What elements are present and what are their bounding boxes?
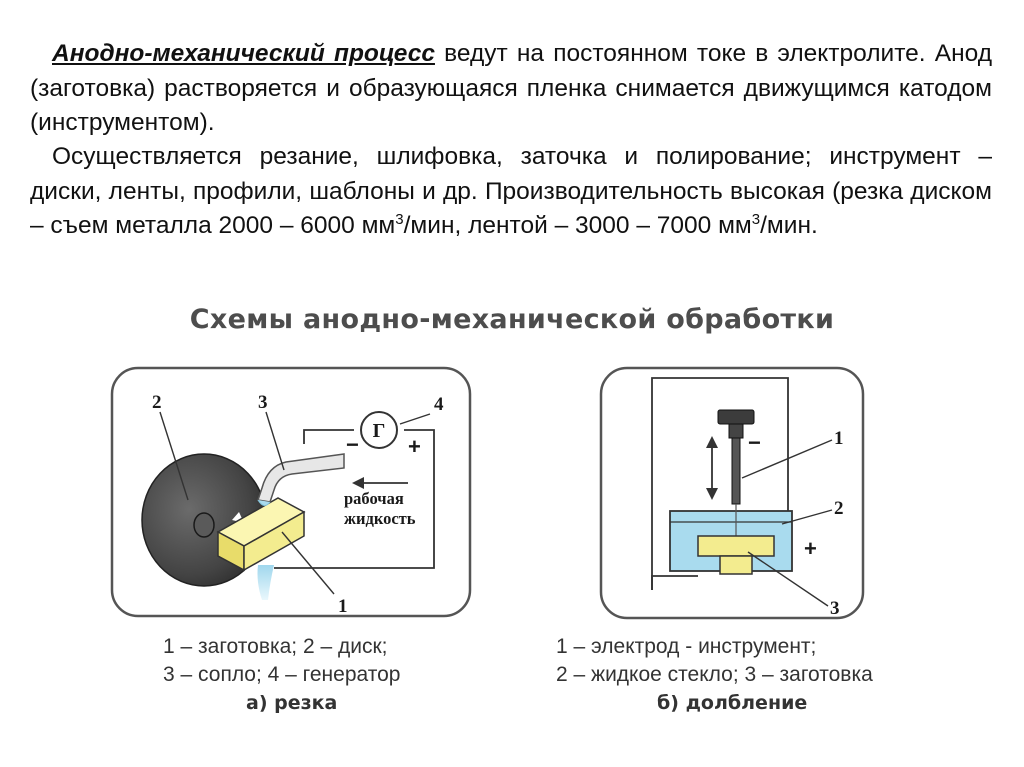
fluid-stream	[257, 565, 274, 600]
label-1b: 1	[834, 428, 844, 449]
label-3: 3	[258, 392, 268, 413]
disk-hub	[193, 512, 215, 538]
legend-a: 1 – заготовка; 2 – диск; 3 – сопло; 4 – …	[163, 633, 400, 689]
process-term: Анодно-механический процесс	[52, 40, 435, 67]
leader-1	[281, 531, 335, 595]
leader-1b	[741, 439, 833, 479]
legend-a-line1: 1 – заготовка; 2 – диск;	[163, 635, 388, 658]
workpiece-base	[719, 555, 753, 575]
electrode-shaft	[731, 437, 741, 505]
legend-a-line2: 3 – сопло; 4 – генератор	[163, 663, 401, 686]
figure-title: Схемы анодно-механической обработки	[189, 304, 835, 335]
wire-disk-to-generator	[303, 429, 354, 444]
workpiece-plus: +	[804, 536, 817, 561]
wire-generator-to-workpiece	[274, 429, 435, 569]
leader-4	[399, 413, 431, 425]
label-3b: 3	[830, 598, 840, 619]
generator-symbol: Г	[373, 420, 386, 442]
applications-text-b: /мин, лентой – 3000 – 7000 мм	[403, 212, 752, 239]
leader-2	[159, 411, 189, 501]
label-2: 2	[152, 392, 162, 413]
applications-text-c: /мин.	[760, 212, 818, 239]
paragraph-intro: Анодно-механический процесс ведут на пос…	[30, 37, 992, 141]
wire-loop	[651, 377, 789, 532]
nozzle-jet	[257, 499, 271, 506]
label-1: 1	[338, 596, 348, 617]
applications-text-a: Осуществляется резание, шлифовка, заточк…	[30, 143, 992, 239]
electrode-minus: −	[748, 430, 761, 455]
generator-plus: +	[408, 434, 421, 459]
generator-circle	[360, 411, 398, 449]
fluid-label-line2: жидкость	[344, 509, 416, 528]
caption-b: б) долбление	[657, 692, 808, 714]
superscript-3-first: 3	[395, 211, 404, 228]
paragraph-applications: Осуществляется резание, шлифовка, заточк…	[30, 140, 992, 247]
electrode-collar	[728, 423, 744, 439]
leader-3b	[747, 551, 829, 607]
superscript-3-second: 3	[751, 211, 761, 228]
paragraph-intro-text: ведут на постоянном токе в электролите. …	[30, 40, 993, 136]
legend-b-line1: 1 – электрод - инструмент;	[556, 635, 817, 658]
label-2b: 2	[834, 498, 844, 519]
leader-3	[265, 411, 285, 471]
legend-b: 1 – электрод - инструмент; 2 – жидкое ст…	[556, 633, 873, 689]
motion-arrow-up	[706, 436, 718, 448]
legend-b-line2: 2 – жидкое стекло; 3 – заготовка	[556, 663, 873, 686]
workpiece-front	[243, 510, 305, 572]
electrode-head	[717, 409, 755, 425]
caption-a: а) резка	[246, 692, 338, 714]
flow-arrowhead	[352, 477, 364, 489]
label-4: 4	[434, 394, 444, 415]
panel-a-diagram: Г − + рабочая жидкость 2 3 4 1	[110, 366, 472, 618]
motion-arrow-down	[706, 488, 718, 500]
fluid-label-line1: рабочая	[344, 489, 404, 508]
leader-2b	[781, 509, 833, 525]
panel-b-diagram: − + 1 2 3	[599, 366, 865, 620]
workpiece-plate	[697, 535, 775, 557]
generator-minus: −	[346, 432, 359, 457]
